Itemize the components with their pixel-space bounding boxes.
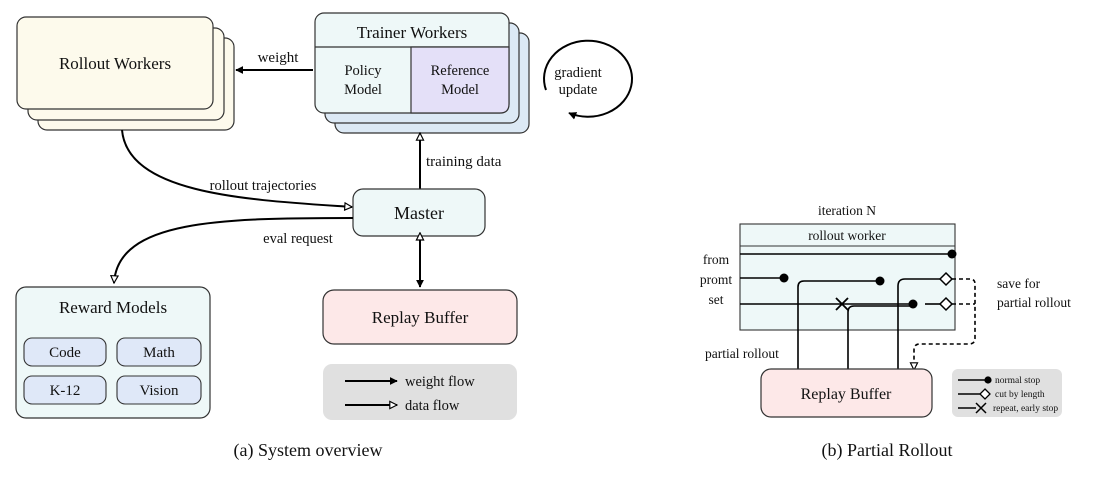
legend-early-stop-icon xyxy=(975,402,987,414)
trainer-title: Trainer Workers xyxy=(357,23,468,42)
policy-model-line1: Policy xyxy=(344,63,382,79)
gradient-line1: gradient xyxy=(554,65,602,81)
reward-models: Reward Models Code Math K-12 Vision xyxy=(15,286,211,419)
from-line3: set xyxy=(709,292,724,307)
partial-rollout-label: partial rollout xyxy=(705,346,779,361)
legend-data-flow: data flow xyxy=(405,398,460,414)
cut-by-length-marker xyxy=(938,296,954,312)
trainer-workers: Trainer Workers Policy Model Reference M… xyxy=(314,12,530,134)
normal-stop-marker xyxy=(947,249,957,259)
replay-buffer-b-label: Replay Buffer xyxy=(801,386,892,403)
rollout-workers: Rollout Workers xyxy=(16,16,235,131)
gradient-line2: update xyxy=(559,82,598,98)
policy-model-line2: Model xyxy=(344,82,382,98)
replay-buffer-box xyxy=(322,289,518,345)
normal-stop-marker xyxy=(779,273,789,283)
reference-model-line2: Model xyxy=(441,82,479,98)
partial-legend: normal stop cut by length repeat, early … xyxy=(952,369,1062,417)
save-line1: save for xyxy=(997,276,1041,291)
system-legend: weight flow data flow xyxy=(323,364,517,420)
reward-item-math-label: Math xyxy=(143,345,175,361)
reward-item-code xyxy=(23,337,107,367)
normal-stop-marker xyxy=(875,276,885,286)
reward-item-vision-label: Vision xyxy=(139,383,179,399)
save-partial-path xyxy=(914,278,976,370)
rollout-worker-label: rollout worker xyxy=(808,228,886,243)
weight-label: weight xyxy=(258,50,300,66)
caption-a: (a) System overview xyxy=(234,440,383,461)
reward-item-k12 xyxy=(23,375,107,405)
rollout-trajectories-arrow xyxy=(121,129,352,207)
reward-item-code-label: Code xyxy=(49,345,81,361)
legend-normal-stop-icon xyxy=(984,376,992,384)
cut-by-length-marker xyxy=(938,271,954,287)
caption-b: (b) Partial Rollout xyxy=(822,440,953,461)
reference-model-box xyxy=(410,46,510,114)
reward-item-vision xyxy=(116,375,202,405)
save-line2: partial rollout xyxy=(997,295,1071,310)
eval-request-arrow xyxy=(114,217,354,283)
legend-normal-stop: normal stop xyxy=(995,376,1040,386)
reference-model-line1: Reference xyxy=(431,63,490,79)
master-label: Master xyxy=(394,203,444,223)
legend-cut-by-length-icon xyxy=(979,388,991,400)
iteration-label: iteration N xyxy=(818,203,876,218)
trajectory-lines xyxy=(740,253,952,372)
legend-weight-flow: weight flow xyxy=(405,374,475,390)
reward-item-k12-label: K-12 xyxy=(50,383,81,399)
rollout-trajectories-label: rollout trajectories xyxy=(210,178,317,194)
normal-stop-marker xyxy=(908,299,918,309)
rollout-workers-label: Rollout Workers xyxy=(59,54,171,73)
reward-models-title: Reward Models xyxy=(59,298,167,317)
legend-repeat-early-stop: repeat, early stop xyxy=(993,404,1058,414)
replay-buffer-label: Replay Buffer xyxy=(372,308,469,327)
early-stop-marker xyxy=(835,297,849,311)
eval-request-label: eval request xyxy=(263,231,333,247)
legend-cut-by-length: cut by length xyxy=(995,390,1045,400)
training-data-label: training data xyxy=(426,154,502,170)
from-line1: from xyxy=(703,252,730,267)
reward-item-math xyxy=(116,337,202,367)
gradient-update-loop xyxy=(543,39,633,120)
replay-buffer-b-box xyxy=(760,368,933,418)
from-line2: promt xyxy=(700,272,732,287)
